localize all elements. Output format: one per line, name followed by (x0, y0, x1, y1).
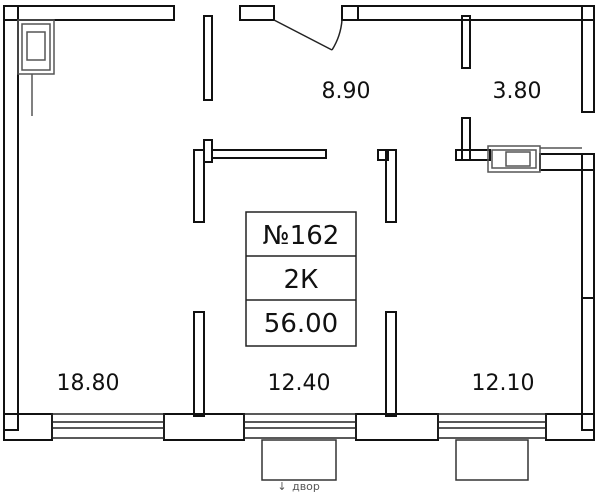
apartment-total-area: 56.00 (264, 309, 338, 339)
room-area-labels: 18.80 12.40 12.10 8.90 3.80 (57, 79, 542, 396)
apartment-type: 2К (283, 265, 318, 295)
apartment-info-box: №162 2К 56.00 (245, 211, 357, 347)
orientation-note: ↓ двор (277, 480, 320, 493)
area-label-room-18-80: 18.80 (57, 371, 120, 396)
kitchen-appliance (17, 19, 55, 116)
balconies (261, 439, 529, 481)
apartment-number: №162 (263, 221, 340, 251)
yard-label: двор (292, 480, 320, 493)
windows (51, 413, 547, 439)
area-label-bathroom-3-80: 3.80 (493, 79, 542, 104)
area-label-room-12-40: 12.40 (268, 371, 331, 396)
bathroom-fixture (487, 145, 582, 173)
inner-walls (193, 15, 583, 417)
entrance-door (273, 19, 343, 51)
area-label-hall-8-90: 8.90 (322, 79, 371, 104)
area-label-room-12-10: 12.10 (472, 371, 535, 396)
yard-arrow-icon: ↓ (277, 480, 286, 493)
